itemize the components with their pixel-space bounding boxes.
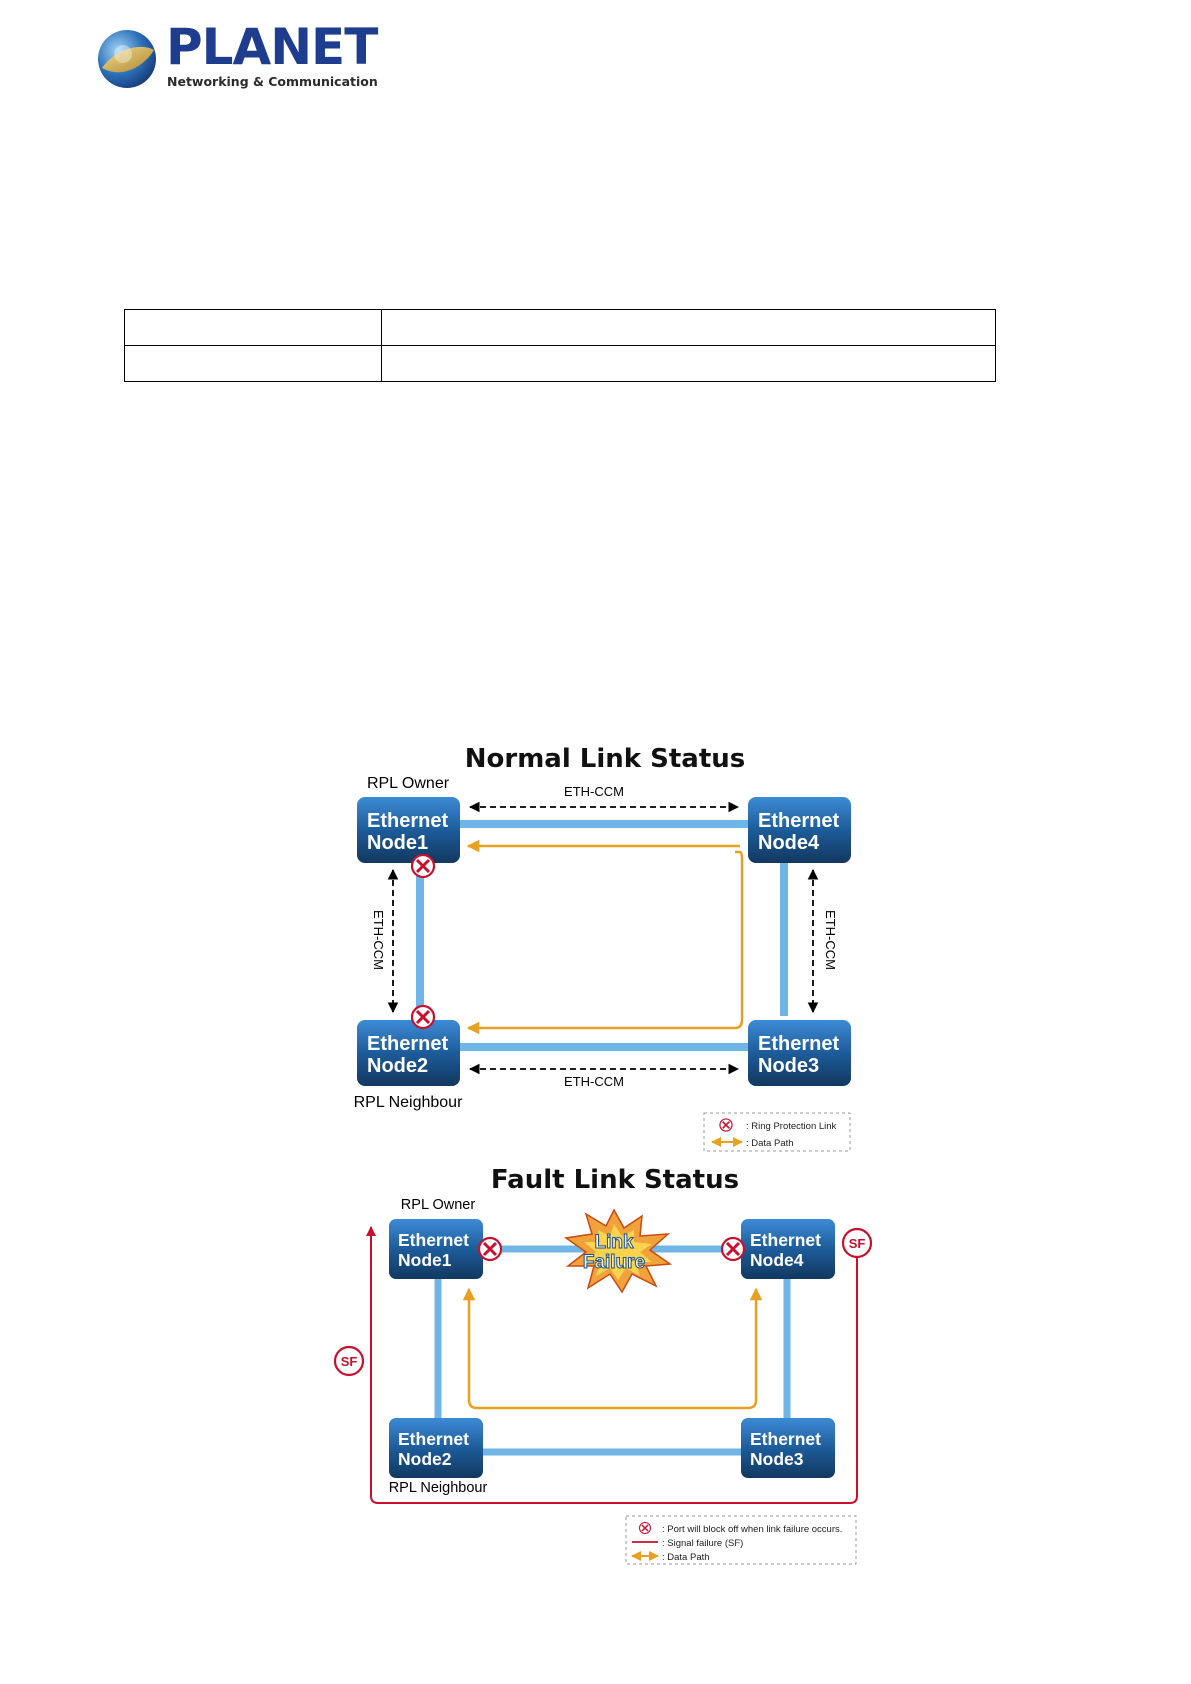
svg-text:Node1: Node1	[398, 1250, 452, 1270]
blocked-port-icon	[477, 1236, 503, 1262]
sf-badge: SF	[333, 1345, 365, 1377]
table-cell	[381, 345, 996, 382]
link-failure-burst: Link Failure	[564, 1208, 673, 1294]
rpl-neighbour-label: RPL Neighbour	[354, 1094, 463, 1111]
ring-links	[416, 820, 788, 1051]
svg-text:Node1: Node1	[367, 832, 428, 854]
svg-text:: Ring Protection Link: : Ring Protection Link	[746, 1121, 837, 1132]
svg-text:Ethernet: Ethernet	[367, 1033, 448, 1055]
svg-text:: Data Path: : Data Path	[662, 1552, 710, 1563]
svg-text:: Data Path: : Data Path	[746, 1138, 794, 1149]
diagram-title: Normal Link Status	[465, 744, 746, 774]
svg-text:Ethernet: Ethernet	[750, 1230, 821, 1250]
data-path-arrow	[462, 1287, 763, 1410]
ring-links	[434, 1245, 791, 1456]
svg-text:Ethernet: Ethernet	[367, 810, 448, 832]
svg-text:Node4: Node4	[758, 832, 820, 854]
link-failure-label: Failure	[583, 1252, 645, 1273]
svg-text:Ethernet: Ethernet	[750, 1429, 821, 1449]
ethernet-node-4: Ethernet Node4	[741, 1219, 835, 1279]
eth-ccm-arrows	[387, 801, 819, 1075]
svg-text:SF: SF	[341, 1354, 358, 1369]
table-row	[124, 309, 996, 346]
svg-text:Node2: Node2	[367, 1055, 428, 1077]
eth-ccm-label: ETH-CCM	[564, 784, 624, 799]
svg-text:SF: SF	[849, 1236, 866, 1251]
table-cell	[381, 309, 996, 346]
svg-text:: Port will block off when lin: : Port will block off when link failure …	[662, 1524, 842, 1535]
diagram-title: Fault Link Status	[491, 1165, 739, 1195]
ethernet-node-1: Ethernet Node1	[389, 1219, 483, 1279]
svg-text:Ethernet: Ethernet	[398, 1429, 469, 1449]
logo-wordmark: PLANET	[166, 18, 378, 76]
ethernet-node-2: Ethernet Node2	[357, 1020, 460, 1086]
rpl-owner-label: RPL Owner	[367, 775, 450, 792]
svg-text:Ethernet: Ethernet	[758, 810, 839, 832]
sf-badge: SF	[841, 1227, 873, 1259]
table-cell	[124, 345, 382, 382]
fault-link-diagram: Fault Link Status RPL Owner RPL Neighbou…	[333, 1165, 873, 1565]
svg-text:: Signal failure (SF): : Signal failure (SF)	[662, 1538, 743, 1549]
parameter-table	[124, 309, 996, 382]
globe-icon	[98, 30, 156, 88]
svg-text:Node3: Node3	[750, 1449, 804, 1469]
planet-logo: PLANET Networking & Communication	[96, 22, 378, 94]
eth-ccm-label: ETH-CCM	[823, 910, 838, 970]
ethernet-node-1: Ethernet Node1	[357, 797, 460, 863]
svg-text:Node3: Node3	[758, 1055, 819, 1077]
ethernet-node-3: Ethernet Node3	[741, 1418, 835, 1478]
table-row	[124, 345, 996, 382]
ethernet-node-4: Ethernet Node4	[748, 797, 851, 863]
blocked-port-icon	[410, 853, 436, 879]
blocked-port-legend-icon	[638, 1521, 652, 1535]
eth-ccm-label: ETH-CCM	[564, 1074, 624, 1089]
link-failure-label: Link	[594, 1232, 633, 1253]
ethernet-node-3: Ethernet Node3	[748, 1020, 851, 1086]
blocked-port-icon	[720, 1236, 746, 1262]
rpl-owner-label: RPL Owner	[401, 1197, 476, 1213]
normal-legend: : Ring Protection Link : Data Path	[703, 1112, 851, 1152]
svg-text:Node4: Node4	[750, 1250, 804, 1270]
svg-text:Ethernet: Ethernet	[758, 1033, 839, 1055]
data-path-arrow	[466, 850, 744, 1035]
signal-failure-path	[366, 1226, 858, 1504]
ethernet-node-2: Ethernet Node2	[389, 1418, 483, 1478]
normal-link-diagram: Normal Link Status RPL Owner RPL Neighbo…	[354, 744, 851, 1152]
fault-legend: : Port will block off when link failure …	[625, 1515, 857, 1565]
ring-protection-icon	[719, 1118, 733, 1132]
rpl-neighbour-label: RPL Neighbour	[389, 1480, 488, 1496]
svg-text:Ethernet: Ethernet	[398, 1230, 469, 1250]
logo-tagline: Networking & Communication	[167, 74, 378, 89]
blocked-port-icon	[410, 1004, 436, 1030]
svg-text:Node2: Node2	[398, 1449, 452, 1469]
eth-ccm-label: ETH-CCM	[371, 910, 386, 970]
